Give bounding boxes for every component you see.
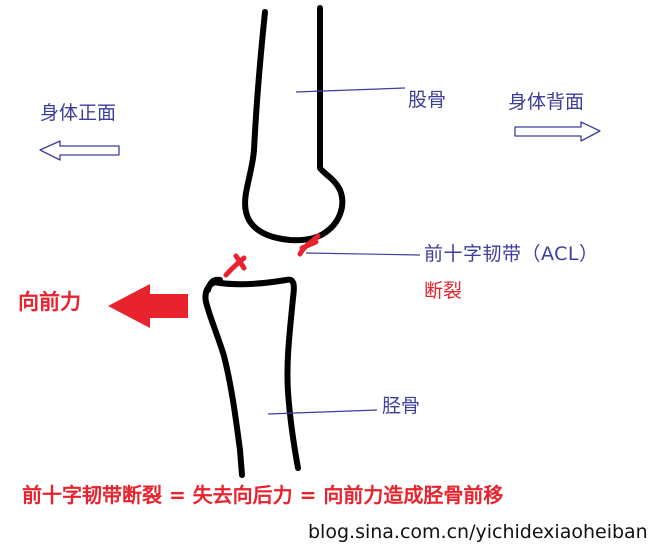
acl-label: 前十字韧带（ACL） [424, 243, 599, 265]
femur-bone-outline [242, 5, 346, 244]
solid-arrow-left-icon [108, 284, 188, 328]
acl-tear-mark-femur [297, 233, 321, 257]
tear-label: 断裂 [424, 280, 463, 302]
tibia-bone-outline [202, 276, 301, 478]
outline-arrow-left-icon [39, 140, 120, 161]
tibia-label: 胫骨 [382, 395, 421, 417]
watermark-text: blog.sina.com.cn/yichidexiaoheiban [308, 521, 648, 543]
body-back-label: 身体背面 [508, 91, 585, 113]
body-front-label: 身体正面 [40, 102, 117, 124]
acl-pointer-line [305, 252, 421, 256]
femur-label: 股骨 [408, 89, 447, 111]
forward-force-label: 向前力 [18, 290, 81, 314]
outline-arrow-right-icon [514, 121, 601, 142]
femur-pointer-line [295, 87, 406, 93]
formula-caption: 前十字韧带断裂 = 失去向后力 = 向前力造成胫骨前移 [22, 483, 504, 507]
tibia-plateau [205, 276, 223, 293]
tibia-pointer-line [267, 409, 378, 415]
acl-tear-mark-tibia [223, 253, 247, 278]
